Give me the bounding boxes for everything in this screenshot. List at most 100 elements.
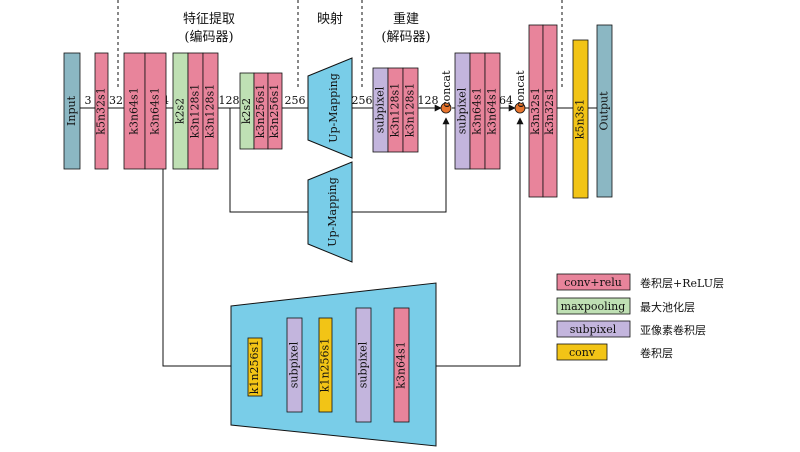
concat-label: concat [514,70,527,108]
legend-desc: 最大池化层 [640,300,695,314]
conv-relu-block-rect [542,24,558,198]
conv-relu-block: k3n64s1 [393,307,410,423]
conv-block-label: k1n256s1 [248,340,261,394]
conv-relu-block-rect [267,72,283,150]
conv-block: k5n3s1 [572,39,589,199]
concat-node-b: concat [514,70,527,114]
conv-relu-block-label: k3n64s1 [128,87,141,134]
channel-label: 128 [219,94,240,107]
conv-relu-block-rect [484,52,501,170]
up-mapping-mid-label: Up-Mapping [326,177,339,247]
conv-block-rect [247,337,263,397]
subpixel-block: subpixel [355,307,372,423]
conv-relu-block-label: k3n128s1 [404,83,417,137]
conv-relu-block-rect [144,52,167,170]
mapping-title: 映射 [317,11,343,27]
conv-relu-block-label: k3n64s1 [395,341,408,388]
subpixel-block: subpixel [286,317,303,413]
legend-desc: 卷积层 [640,346,673,360]
channel-label: 256 [352,94,373,107]
conv-relu-block: k3n128s1 [187,52,204,170]
legend-swatch-conv-relu [556,273,631,291]
legend: conv+relu 卷积层+ReLU层 maxpooling 最大池化层 sub… [556,273,724,361]
maxpooling-block-label: k2s2 [240,98,253,124]
conv-block: k1n256s1 [247,337,263,397]
conv-relu-block-label: k5n32s1 [95,87,108,134]
legend-desc: 卷积层+ReLU层 [640,276,724,290]
output-block-rect [596,24,613,198]
conv-relu-block-label: k3n256s1 [254,84,267,138]
conv-relu-block: k3n128s1 [202,52,219,170]
concat-label: concat [440,70,453,108]
channel-label: 256 [285,94,306,107]
conv-relu-block-label: k3n32s1 [543,87,556,134]
conv-relu-block: k3n64s1 [469,52,486,170]
conv-relu-block-label: k3n64s1 [486,87,499,134]
input-block-label: Input [65,95,78,126]
conv-block-rect [318,317,333,413]
subpixel-block: subpixel [372,67,389,153]
conv-relu-block: k3n64s1 [484,52,501,170]
conv-relu-block-label: k3n64s1 [149,87,162,134]
subpixel-block-label: subpixel [288,341,301,388]
channel-label: 32 [109,94,123,107]
legend-tag: subpixel [570,323,617,336]
maxpooling-block: k2s2 [172,52,189,170]
conv-relu-block-label: k3n64s1 [471,87,484,134]
encoder-subtitle: (编码器) [184,30,233,45]
conv-block: k1n256s1 [318,317,333,413]
conv-relu-block: k3n128s1 [387,67,404,153]
legend-tag: conv [569,346,596,359]
up-mapping-top: Up-Mapping [307,57,353,159]
conv-relu-block-label: k3n128s1 [204,84,217,138]
conv-relu-block: k3n32s1 [528,24,544,198]
concat-node-a: concat [440,70,453,114]
subpixel-block-label: subpixel [357,341,370,388]
maxpooling-block: k2s2 [239,72,255,150]
decoder-title: 重建 [393,11,419,27]
conv-relu-block: k3n64s1 [123,52,146,170]
input-block: Input [63,52,81,170]
up-mapping-mid: Up-Mapping [307,161,353,263]
conv-relu-block-rect [393,307,410,423]
encoder-title: 特征提取 [183,11,235,27]
conv-block-label: k5n3s1 [574,99,587,139]
conv-block-rect [572,39,589,199]
conv-relu-block-label: k3n256s1 [268,84,281,138]
conv-relu-block: k3n64s1 [144,52,167,170]
conv-relu-block-label: k3n128s1 [189,84,202,138]
conv-relu-block-rect [402,67,419,153]
subpixel-block-label: subpixel [456,87,469,134]
legend-swatch-maxpooling [556,297,631,315]
conv-relu-block-rect [94,52,109,170]
maxpooling-block-label: k2s2 [174,98,187,124]
conv-relu-block: k3n256s1 [267,72,283,150]
legend-swatch-subpixel [556,320,631,338]
decoder-subtitle: (解码器) [381,30,430,45]
conv-relu-block: k3n32s1 [542,24,558,198]
channel-label: 128 [418,94,439,107]
subpixel-block-rect [355,307,372,423]
channel-label: 3 [85,94,92,107]
stage-separators [117,0,563,88]
subpixel-block: subpixel [454,52,471,170]
output-block-label: Output [598,91,611,131]
legend-swatch-conv [556,343,608,361]
legend-desc: 亚像素卷积层 [640,323,706,337]
bottom-up-mapping-shape [230,282,437,447]
channel-label: 64 [499,94,513,107]
subpixel-block-rect [286,317,303,413]
conv-relu-block: k5n32s1 [94,52,109,170]
conv-relu-block-label: k3n32s1 [529,87,542,134]
conv-relu-block-rect [202,52,219,170]
legend-tag: conv+relu [564,276,622,289]
conv-relu-block: k3n128s1 [402,67,419,153]
conv-relu-block-label: k3n128s1 [389,83,402,137]
conv-block-label: k1n256s1 [319,338,332,392]
conv-relu-block: k3n256s1 [253,72,269,150]
input-block-rect [63,52,81,170]
subpixel-block-label: subpixel [374,86,387,133]
